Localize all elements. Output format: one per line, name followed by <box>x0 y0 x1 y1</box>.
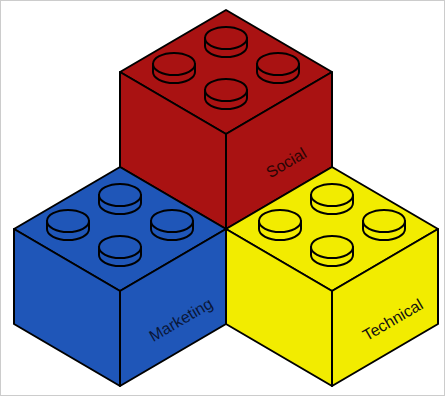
brick-stud <box>205 27 247 57</box>
brick-stud <box>205 79 247 109</box>
brick-stud <box>363 210 405 240</box>
brick-stud <box>311 236 353 266</box>
brick-stud <box>151 210 193 240</box>
brick-stud <box>99 184 141 214</box>
brick-stud <box>257 53 299 83</box>
blue-brick <box>14 167 226 386</box>
brick-stud <box>47 210 89 240</box>
brick-stud <box>259 210 301 240</box>
brick-stud <box>153 53 195 83</box>
brick-stud <box>99 236 141 266</box>
yellow-brick <box>226 167 438 386</box>
brick-stud <box>311 184 353 214</box>
